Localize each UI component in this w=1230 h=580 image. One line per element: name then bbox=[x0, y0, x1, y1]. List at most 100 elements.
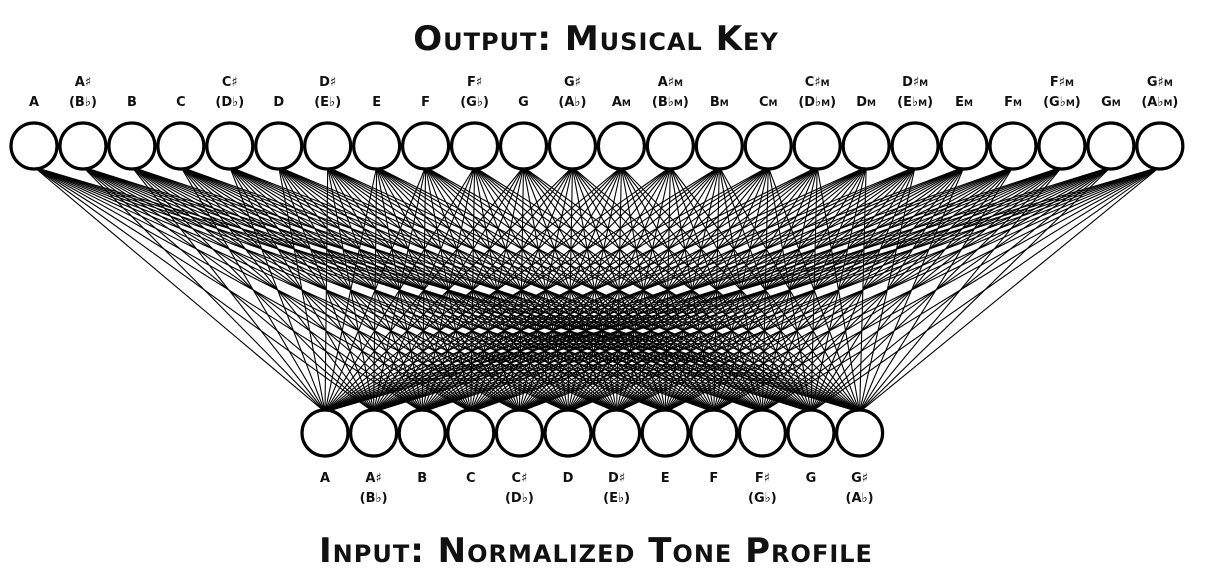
connection-line bbox=[82, 166, 860, 413]
connection-line bbox=[33, 166, 569, 413]
output-node-alt-label: (E♭m) bbox=[897, 95, 933, 110]
output-node-label: Cm bbox=[759, 95, 778, 110]
input-node bbox=[494, 408, 545, 458]
output-node-label: Dm bbox=[856, 95, 876, 110]
connection-line bbox=[33, 166, 812, 413]
input-node-label: F♯ bbox=[755, 471, 770, 486]
output-node bbox=[792, 121, 842, 171]
output-node bbox=[547, 121, 598, 171]
output-node bbox=[596, 121, 647, 171]
connection-line bbox=[33, 166, 714, 413]
output-node-label: Gm bbox=[1101, 95, 1121, 110]
output-node-alt-label: (B♭) bbox=[69, 95, 97, 110]
connection-line bbox=[859, 166, 916, 413]
input-node bbox=[786, 408, 836, 458]
input-node bbox=[349, 408, 399, 458]
output-node bbox=[303, 121, 353, 171]
output-node-label: A♯m bbox=[658, 75, 683, 90]
connection-line bbox=[859, 166, 867, 413]
output-node-label: A♯ bbox=[75, 75, 91, 90]
output-node-label: D♯ bbox=[319, 75, 336, 90]
output-node bbox=[1135, 121, 1185, 171]
input-node bbox=[300, 408, 350, 458]
output-node-label: G bbox=[518, 95, 529, 110]
input-node-alt-label: (D♭) bbox=[505, 491, 534, 506]
connection-line bbox=[859, 166, 1161, 413]
connection-line bbox=[816, 166, 861, 413]
connection-line bbox=[376, 166, 860, 413]
connection-line bbox=[327, 166, 860, 413]
connection-line bbox=[131, 166, 860, 413]
input-node bbox=[397, 408, 447, 458]
connection-line bbox=[859, 166, 1063, 413]
output-node-label: Fm bbox=[1004, 95, 1022, 110]
output-node-label: D♯m bbox=[902, 75, 928, 90]
output-node bbox=[352, 121, 402, 171]
connection-line bbox=[425, 166, 860, 413]
output-node-label: G♯ bbox=[564, 75, 581, 90]
input-node-label: C bbox=[466, 471, 476, 486]
input-node bbox=[737, 408, 788, 458]
output-node bbox=[401, 121, 451, 171]
input-node bbox=[640, 408, 690, 458]
input-node bbox=[689, 408, 739, 458]
output-node-label: Am bbox=[612, 95, 631, 110]
output-node-label: F bbox=[421, 95, 430, 110]
connection-line bbox=[572, 166, 860, 413]
connection-line bbox=[33, 166, 374, 413]
output-node-alt-label: (G♭m) bbox=[1043, 95, 1081, 110]
output-node bbox=[449, 121, 500, 171]
output-node-alt-label: (B♭m) bbox=[652, 95, 689, 110]
output-node bbox=[107, 121, 157, 171]
input-node bbox=[446, 408, 496, 458]
input-node-label: G bbox=[806, 471, 817, 486]
connection-line bbox=[33, 166, 763, 413]
connection-line bbox=[33, 166, 472, 413]
output-node-label: D bbox=[273, 95, 284, 110]
output-node bbox=[156, 121, 206, 171]
input-node-label: F bbox=[709, 471, 718, 486]
input-node-alt-label: (E♭) bbox=[603, 491, 630, 506]
connection-line bbox=[767, 166, 861, 413]
output-node-alt-label: (A♭m) bbox=[1141, 95, 1178, 110]
connection-line bbox=[278, 166, 860, 413]
connection-line bbox=[523, 166, 860, 413]
output-node bbox=[939, 121, 989, 171]
input-node-label: A bbox=[320, 471, 330, 486]
connection-line bbox=[33, 166, 860, 413]
output-node bbox=[205, 121, 255, 171]
output-node bbox=[9, 121, 59, 171]
input-node-label: E bbox=[661, 471, 670, 486]
input-node bbox=[834, 408, 885, 458]
connection-line bbox=[33, 166, 423, 413]
output-node-label: E bbox=[372, 95, 381, 110]
output-node-label: F♯ bbox=[467, 75, 482, 90]
output-node-alt-label: (D♭) bbox=[215, 95, 244, 110]
connection-line bbox=[621, 166, 860, 413]
connection-line bbox=[859, 166, 1112, 413]
input-node-label: B bbox=[417, 471, 427, 486]
connection-line bbox=[718, 166, 861, 413]
connection-line bbox=[33, 166, 666, 413]
input-node-label: D♯ bbox=[608, 471, 625, 486]
output-node bbox=[743, 121, 793, 171]
output-node-label: C bbox=[176, 95, 186, 110]
output-node-alt-label: (D♭m) bbox=[798, 95, 836, 110]
output-node bbox=[890, 121, 940, 171]
output-node bbox=[1037, 121, 1087, 171]
connection-line bbox=[859, 166, 965, 413]
input-node-label: C♯ bbox=[511, 471, 527, 486]
connection-line bbox=[474, 166, 860, 413]
output-node bbox=[645, 121, 695, 171]
input-node bbox=[591, 408, 642, 458]
output-node-label: Em bbox=[955, 95, 973, 110]
connection-line bbox=[33, 166, 520, 413]
output-node-alt-label: (E♭) bbox=[314, 95, 341, 110]
output-node-label: G♯m bbox=[1147, 75, 1173, 90]
output-node-label: C♯ bbox=[222, 75, 238, 90]
input-node-alt-label: (A♭) bbox=[846, 491, 874, 506]
output-node-alt-label: (G♭) bbox=[460, 95, 489, 110]
output-node-label: Bm bbox=[710, 95, 729, 110]
